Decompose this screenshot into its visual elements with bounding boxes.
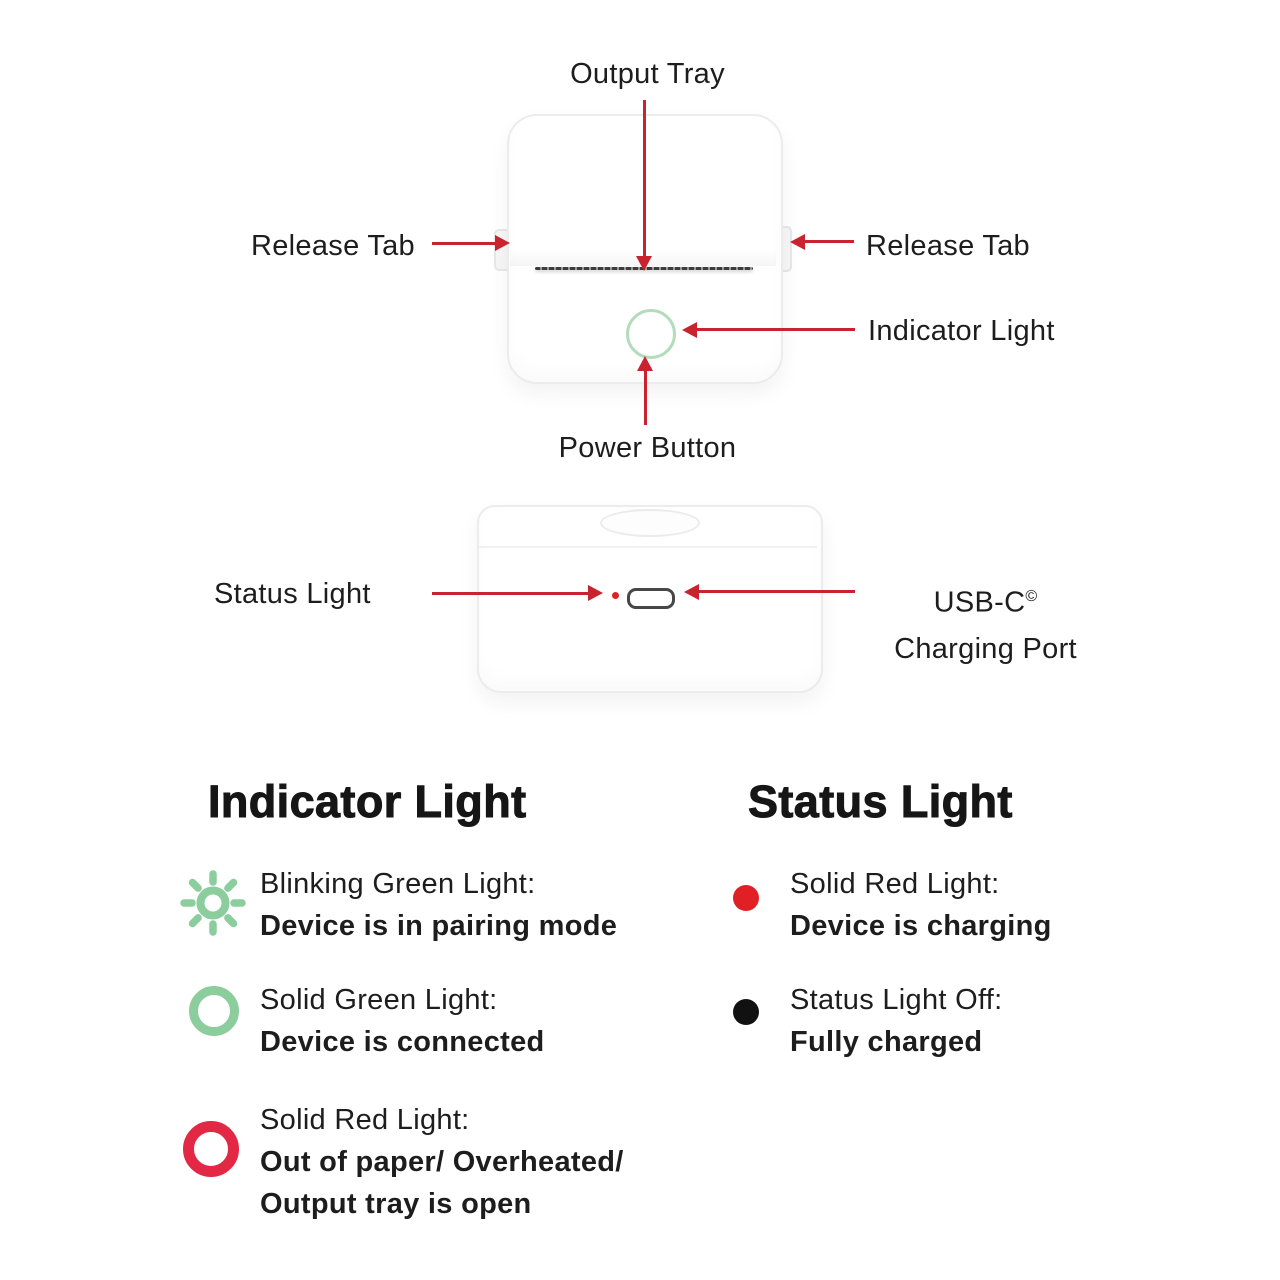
release-tab-left-label: Release Tab — [251, 230, 415, 262]
status-light-label: Status Light — [214, 578, 371, 610]
arrow-output-tray — [643, 100, 646, 258]
solid-red-dot-icon — [733, 885, 759, 911]
arrow-release-tab-right — [804, 240, 854, 243]
arrowhead-release-tab-right — [790, 234, 805, 250]
legend-item-label: Solid Green Light: — [260, 984, 498, 1016]
legend-item-label: Solid Red Light: — [790, 868, 1000, 900]
arrowhead-status-light — [588, 585, 603, 601]
power-button-ring — [626, 309, 676, 359]
arrowhead-usb-c — [684, 584, 699, 600]
arrowhead-output-tray — [636, 256, 652, 271]
arrow-release-tab-left — [432, 242, 496, 245]
legend-item-desc: Device is charging — [790, 910, 1052, 942]
status-light-off-icon — [733, 999, 759, 1025]
legend-item-desc: Out of paper/ Overheated/ — [260, 1146, 624, 1178]
legend-item-label: Blinking Green Light: — [260, 868, 536, 900]
top-groove-oval — [600, 509, 700, 537]
legend-item-desc: Device is in pairing mode — [260, 910, 618, 942]
arrowhead-power-button — [637, 356, 653, 371]
solid-red-light-icon — [183, 1121, 239, 1177]
usb-c-label-line2: Charging Port — [894, 632, 1077, 665]
usb-c-copyright-mark: © — [1025, 588, 1038, 605]
status-light-legend-title: Status Light — [748, 776, 1013, 828]
back-top-seam — [479, 546, 817, 548]
legend-item-desc: Output tray is open — [260, 1188, 532, 1220]
usb-c-port — [627, 588, 675, 609]
blinking-green-light-icon — [180, 870, 246, 936]
legend-item-label: Status Light Off: — [790, 984, 1003, 1016]
solid-green-light-icon — [189, 986, 239, 1036]
release-tab-right-label: Release Tab — [866, 230, 1030, 262]
arrowhead-indicator-light — [682, 322, 697, 338]
arrowhead-release-tab-left — [495, 235, 510, 251]
arrow-status-light — [432, 592, 589, 595]
arrow-power-button — [644, 370, 647, 425]
power-button-label: Power Button — [558, 432, 737, 464]
usb-c-label: USB-C© Charging Port — [858, 574, 1113, 672]
usb-c-label-line1: USB-C — [933, 586, 1026, 619]
legend-item-desc: Device is connected — [260, 1026, 545, 1058]
legend-item-label: Solid Red Light: — [260, 1104, 470, 1136]
arrow-indicator-light — [696, 328, 855, 331]
indicator-light-legend-title: Indicator Light — [207, 776, 527, 828]
status-light-dot — [612, 592, 619, 599]
legend-item-desc: Fully charged — [790, 1026, 983, 1058]
indicator-light-label: Indicator Light — [868, 315, 1055, 347]
output-tray-label: Output Tray — [570, 58, 725, 90]
arrow-usb-c — [698, 590, 855, 593]
